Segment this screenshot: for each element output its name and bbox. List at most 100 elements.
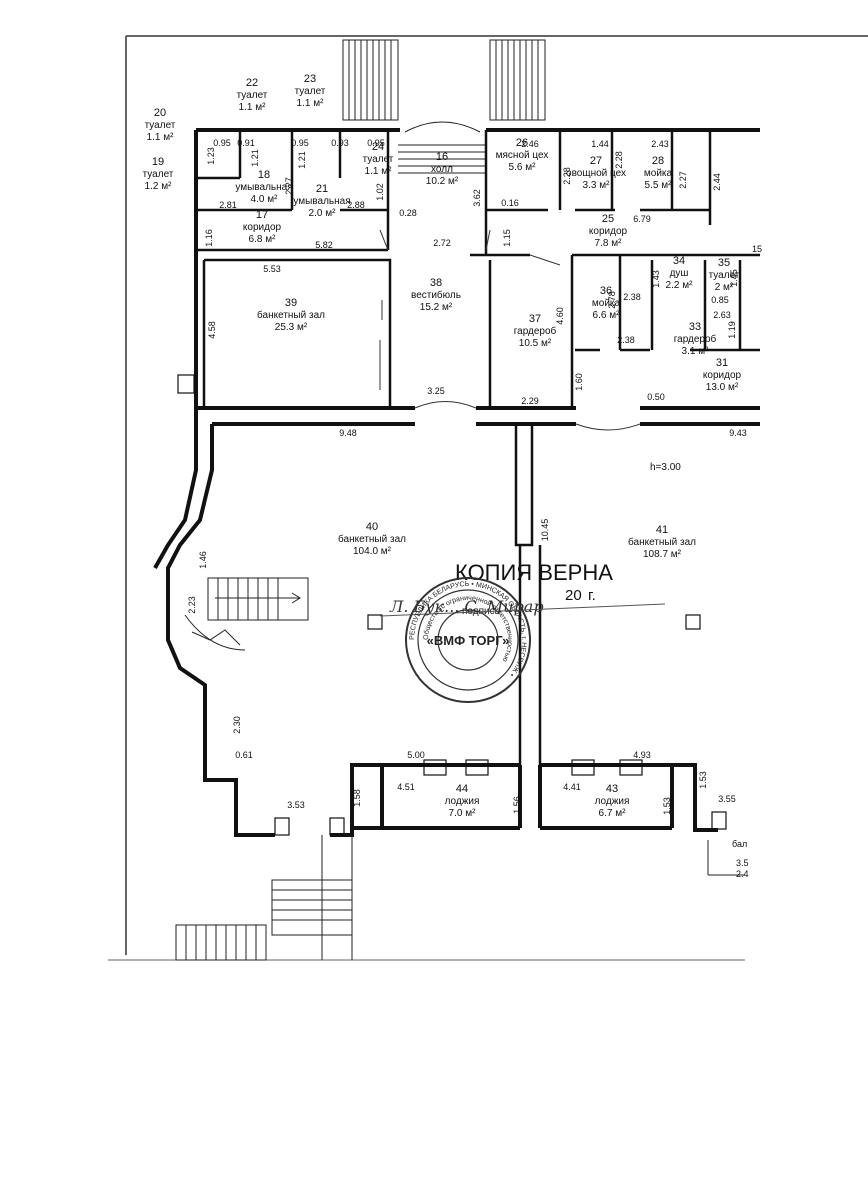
room-area: 7.0 м² (449, 808, 477, 819)
dimension-label: 4.41 (563, 782, 581, 792)
room-name: банкетный зал (338, 533, 406, 545)
room-number: 37 (529, 313, 541, 325)
room-area: 13.0 м² (706, 382, 739, 393)
dimension-label: 5.00 (407, 750, 425, 760)
dimension-label: 4.58 (207, 321, 217, 339)
dimension-label: 0.61 (235, 750, 253, 760)
dimension-label: 0.91 (237, 138, 255, 148)
year-suffix: 20 (565, 587, 582, 604)
room-area: 3.1 м² (682, 346, 710, 357)
dimension-label: 4.51 (397, 782, 415, 792)
room-number: 17 (256, 209, 268, 221)
dimension-label: 2.27 (284, 177, 294, 195)
dimension-label: 1.19 (727, 321, 737, 339)
stamp-center-text: «ВМФ ТОРГ» (427, 633, 510, 648)
room-name: банкетный зал (257, 309, 325, 321)
room-name: мойка (644, 168, 673, 179)
dimension-label: 1.56 (512, 796, 522, 814)
dimension-label: 2.38 (623, 292, 641, 302)
room-name: коридор (243, 222, 282, 233)
dimension-label: 2.43 (651, 139, 669, 149)
dimension-label: 0.85 (711, 295, 729, 305)
room-area: 108.7 м² (643, 549, 682, 560)
dimension-label: 0.16 (501, 198, 519, 208)
dimension-label: 0.95 (291, 138, 309, 148)
room-name: душ (670, 268, 689, 279)
dimension-label: 2.23 (187, 596, 197, 614)
dimension-label: 1.46 (198, 551, 208, 569)
room-number: 20 (154, 107, 166, 119)
dimension-label: 5.82 (315, 240, 333, 250)
dimension-label: 3.55 (718, 794, 736, 804)
room-area: 5.5 м² (645, 180, 673, 191)
dimension-label: 1.21 (250, 149, 260, 167)
dimension-label: 1.43 (651, 270, 661, 288)
cut-label-bal: бал (732, 839, 747, 849)
room-number: 23 (304, 73, 316, 85)
room-area: 1.1 м² (239, 102, 267, 113)
room-name: туалет (709, 270, 740, 281)
room-name: туалет (363, 154, 394, 165)
room-name: умывальная (235, 182, 292, 193)
room-number: 35 (718, 257, 730, 269)
room-number: 41 (656, 524, 668, 536)
room-area: 7.8 м² (595, 238, 623, 249)
dimension-label: 2.28 (614, 151, 624, 169)
room-name: мойка (592, 298, 621, 309)
room-number: 33 (689, 321, 701, 333)
room-number: 21 (316, 183, 328, 195)
room-name: коридор (703, 370, 742, 381)
cut-label-24: 2.4 (736, 869, 749, 879)
dimension-label: 0.28 (399, 208, 417, 218)
dimension-label: 1.45 (729, 269, 739, 287)
dimension-label: 9.48 (339, 428, 357, 438)
doors (379, 229, 641, 431)
room-area: 1.1 м² (365, 166, 393, 177)
room-number: 22 (246, 77, 258, 89)
top-stairs-left (342, 39, 399, 121)
dimension-label: 6.79 (633, 214, 651, 224)
dimension-label: 0.93 (331, 138, 349, 148)
room-number: 26 (516, 137, 528, 149)
room-area: 25.3 м² (275, 322, 308, 333)
dimension-label: 2.88 (347, 200, 365, 210)
room-area: 104.0 м² (353, 546, 392, 557)
room-name: умывальная (293, 196, 350, 207)
dimension-label: 1.23 (206, 147, 216, 165)
dimension-label: 5.53 (263, 264, 281, 274)
room-area: 1.2 м² (145, 181, 173, 192)
dimension-label: 3.25 (427, 386, 445, 396)
room-number: 16 (436, 151, 448, 163)
ceiling-height: h=3.00 (650, 462, 681, 473)
room-number: 39 (285, 297, 297, 309)
dimension-label: 1.16 (204, 229, 214, 247)
room-area: 15.2 м² (420, 302, 453, 313)
interior-walls (196, 130, 760, 765)
dimension-label: 2.27 (678, 171, 688, 189)
dimension-label: 0.50 (647, 392, 665, 402)
room-area: 10.5 м² (519, 338, 552, 349)
copy-verified-title: КОПИЯ ВЕРНА (455, 560, 613, 585)
room-area: 4.0 м² (251, 194, 279, 205)
dimension-label: 4.93 (633, 750, 651, 760)
room-area: 6.8 м² (249, 234, 277, 245)
year-letter: г. (588, 587, 596, 604)
dimension-label: 2.44 (712, 173, 722, 191)
dimension-label: 4.60 (555, 307, 565, 325)
room-area: 3.3 м² (583, 180, 611, 191)
room-area: 1.1 м² (147, 132, 175, 143)
room-area: 2.2 м² (666, 280, 694, 291)
room-name: лоджия (595, 796, 630, 807)
